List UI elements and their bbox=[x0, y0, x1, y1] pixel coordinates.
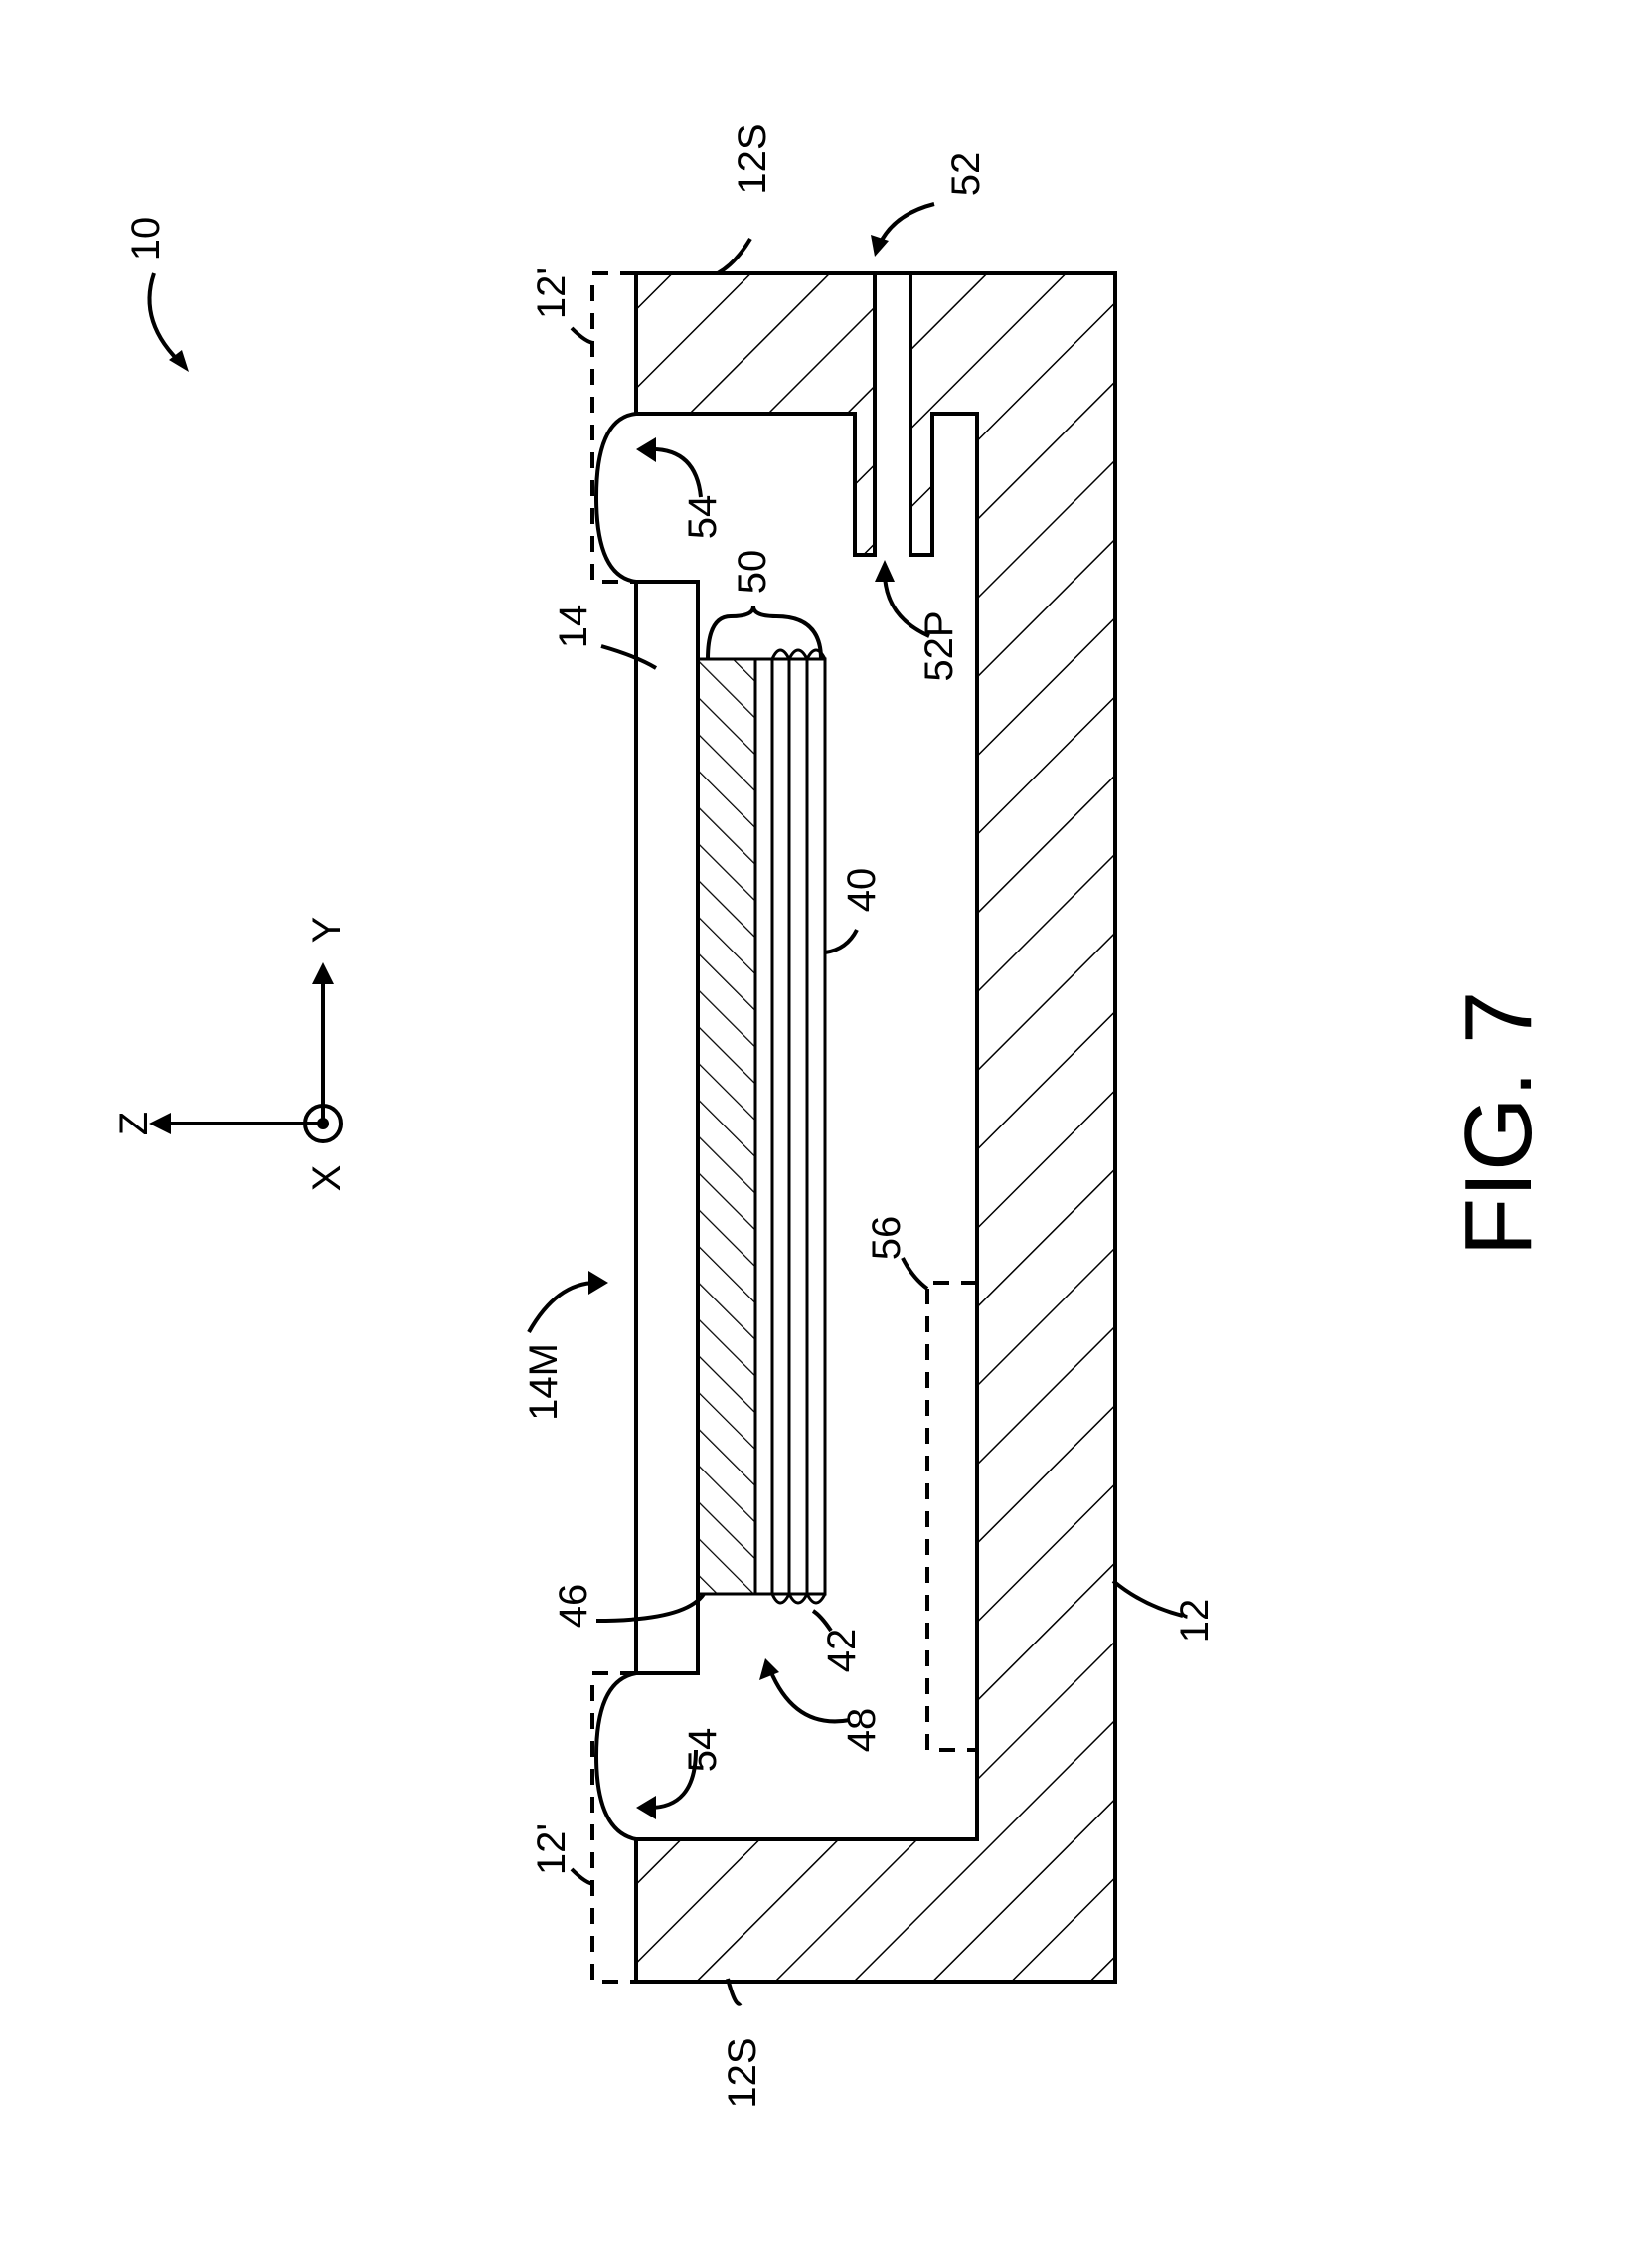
component-outline bbox=[925, 1281, 977, 1752]
removed-portion-bottom bbox=[590, 1671, 636, 1984]
label-coil: 40 bbox=[840, 868, 884, 913]
label-winding: 42 bbox=[820, 1629, 864, 1673]
label-removed-top: 12' bbox=[530, 267, 574, 319]
label-coil-stack: 50 bbox=[731, 550, 774, 595]
label-port: 52 bbox=[944, 152, 988, 197]
label-membrane: 14 bbox=[552, 605, 595, 649]
leader-lines bbox=[147, 202, 1184, 2006]
label-axis-x: X bbox=[305, 1165, 349, 1192]
label-substrate-side-bottom: 12S bbox=[721, 2037, 764, 2108]
label-port-passage: 52P bbox=[917, 610, 961, 681]
label-removed-bottom: 12' bbox=[530, 1823, 574, 1875]
label-adhesive: 46 bbox=[552, 1584, 595, 1629]
label-device: 10 bbox=[124, 217, 168, 261]
label-component: 56 bbox=[865, 1216, 909, 1261]
label-substrate-side-top: 12S bbox=[731, 123, 774, 194]
figure-label: FIG. 7 bbox=[1445, 991, 1552, 1257]
label-recess-bottom: 54 bbox=[681, 1728, 725, 1773]
removed-portion-top bbox=[590, 271, 636, 584]
label-axis-y: Y bbox=[305, 917, 349, 944]
membrane-layer bbox=[696, 657, 757, 1596]
axes-symbol bbox=[149, 962, 343, 1143]
membrane bbox=[634, 580, 700, 1675]
recess-bottom bbox=[593, 1671, 637, 1841]
label-gap: 48 bbox=[840, 1708, 884, 1753]
label-membrane-region: 14M bbox=[522, 1343, 566, 1421]
label-substrate: 12 bbox=[1173, 1599, 1217, 1644]
label-recess-top: 54 bbox=[681, 495, 725, 540]
coil-stack bbox=[753, 648, 827, 1605]
recess-top bbox=[593, 412, 637, 584]
substrate-body bbox=[634, 271, 1117, 1984]
label-axis-z: Z bbox=[112, 1112, 156, 1135]
